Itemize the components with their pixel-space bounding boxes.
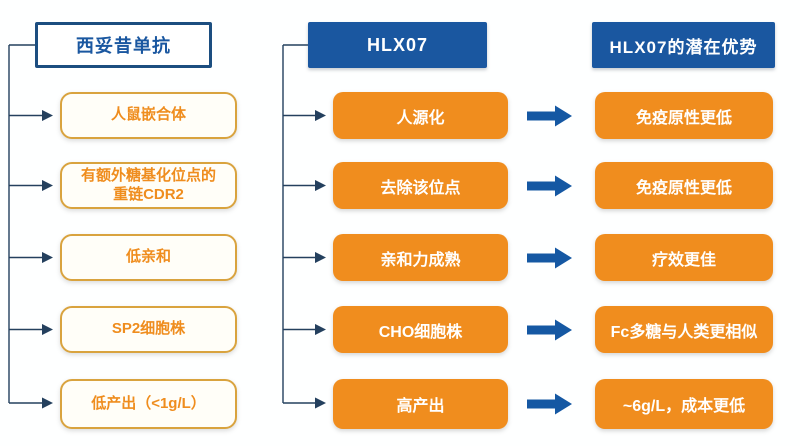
header-box-hlx07: HLX07: [308, 22, 487, 68]
cetuximab-feature-box: 人鼠嵌合体: [60, 92, 237, 139]
flow-arrow-icon: [527, 393, 572, 415]
header-box-advantages: HLX07的潜在优势: [592, 22, 775, 68]
advantage-box: 疗效更佳: [595, 234, 773, 281]
hlx07-feature-box: 亲和力成熟: [333, 234, 508, 281]
flow-arrow-icon: [527, 319, 572, 341]
cetuximab-feature-box: 有额外糖基化位点的 重链CDR2: [60, 162, 237, 209]
header-box-cetuximab: 西妥昔单抗: [35, 22, 212, 68]
hlx07-feature-box: CHO细胞株: [333, 306, 508, 353]
hlx07-feature-box: 人源化: [333, 92, 508, 139]
cetuximab-feature-box: SP2细胞株: [60, 306, 237, 353]
cetuximab-feature-box: 低亲和: [60, 234, 237, 281]
flow-arrow-icon: [527, 247, 572, 269]
flow-arrow-icon: [527, 175, 572, 197]
advantage-box: 免疫原性更低: [595, 92, 773, 139]
cetuximab-feature-box: 低产出（<1g/L）: [60, 379, 237, 429]
flow-arrow-icon: [527, 105, 572, 127]
advantage-box: Fc多糖与人类更相似: [595, 306, 773, 353]
hlx07-feature-box: 高产出: [333, 379, 508, 429]
connector-tree-left: [8, 44, 54, 409]
connector-tree-middle: [282, 44, 327, 409]
advantage-box: 免疫原性更低: [595, 162, 773, 209]
hlx07-feature-box: 去除该位点: [333, 162, 508, 209]
advantage-box: ~6g/L，成本更低: [595, 379, 773, 429]
